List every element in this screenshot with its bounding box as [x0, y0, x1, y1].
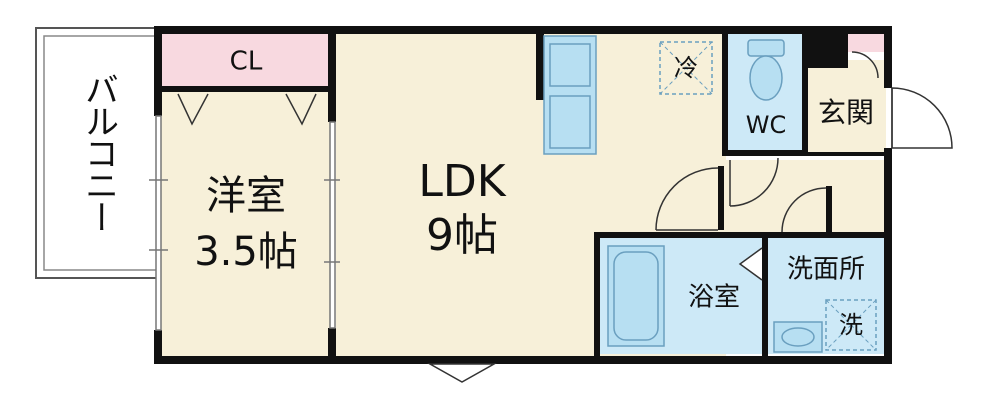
- windows: [149, 115, 340, 331]
- fridge-label: 冷: [674, 54, 698, 82]
- fridge-symbol: 冷: [659, 41, 713, 95]
- ldk-size: 9帖: [426, 210, 498, 261]
- entrance-floor: [806, 60, 886, 156]
- entrance-label: 玄関: [818, 96, 874, 129]
- western-room-label: 洋室: [206, 173, 286, 219]
- entrance-pink: [848, 32, 886, 52]
- bathroom-label: 浴室: [688, 283, 740, 313]
- western-room-floor: [160, 88, 332, 358]
- front-arrow: [427, 363, 497, 383]
- bathtub: [607, 245, 763, 347]
- western-room-size: 3.5帖: [194, 229, 298, 275]
- toilet: [747, 39, 785, 101]
- balcony-label: バルコニー: [79, 72, 119, 232]
- washbasin: [773, 321, 823, 353]
- walls: [154, 26, 892, 364]
- closet-doors: [177, 93, 317, 126]
- kitchen-counter: [543, 35, 597, 155]
- washer-symbol: 洗: [825, 299, 877, 351]
- balcony: バルコニー: [35, 27, 159, 279]
- washroom-label: 洗面所: [787, 255, 865, 285]
- closet-floor: [160, 32, 332, 88]
- ldk-label: LDK: [418, 156, 506, 207]
- washer-label: 洗: [839, 311, 863, 339]
- wc-label: WC: [746, 111, 787, 139]
- hall-floor: [726, 160, 886, 236]
- entrance-door: [851, 51, 953, 149]
- closet-label: CL: [230, 47, 263, 77]
- hall-doors: [655, 157, 827, 233]
